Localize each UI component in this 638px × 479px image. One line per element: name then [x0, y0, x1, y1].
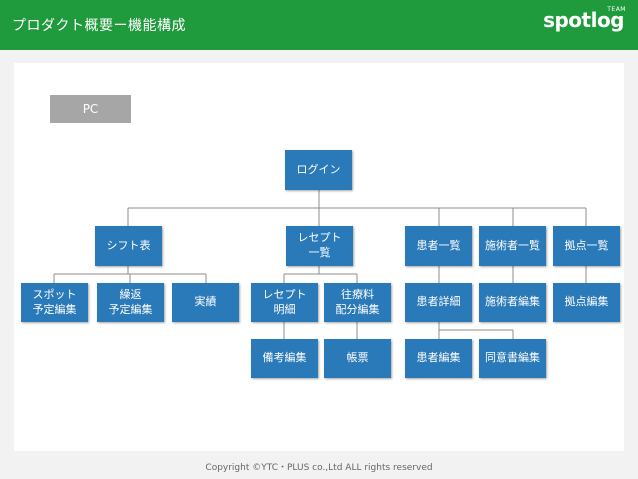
node-login: ログイン	[285, 150, 352, 190]
logo-team-label: TEAM	[607, 6, 626, 13]
node-remarks-edit: 備考編集	[251, 339, 318, 378]
node-actual-results: 実績	[172, 283, 239, 322]
node-patient-detail: 患者詳細	[405, 283, 472, 322]
node-receipt-list: レセプト 一覧	[286, 226, 353, 266]
logo-wordmark: spotlog	[543, 8, 624, 32]
platform-badge: PC	[50, 95, 131, 123]
node-receipt-detail: レセプト 明細	[251, 283, 318, 322]
node-practitioner-edit: 施術者編集	[479, 283, 546, 322]
node-base-list: 拠点一覧	[553, 226, 620, 266]
node-ledger: 帳票	[324, 339, 391, 378]
node-shift-table: シフト表	[95, 226, 162, 266]
node-patient-edit: 患者編集	[405, 339, 472, 378]
spotlog-logo: spotlog TEAM	[543, 6, 626, 32]
node-practitioner-list: 施術者一覧	[479, 226, 546, 266]
node-recurring-schedule-edit: 繰返 予定編集	[97, 283, 164, 322]
copyright-footer: Copyright ©YTC・PLUS co.,Ltd ALL rights r…	[205, 463, 433, 473]
page-title: プロダクト概要ー機能構成	[12, 18, 186, 34]
node-patient-list: 患者一覧	[405, 226, 472, 266]
node-base-edit: 拠点編集	[553, 283, 620, 322]
node-consent-edit: 同意書編集	[479, 339, 546, 378]
node-spot-schedule-edit: スポット 予定編集	[21, 283, 88, 322]
header-bar: プロダクト概要ー機能構成 spotlog TEAM	[0, 0, 638, 50]
node-fee-allocation-edit: 往療料 配分編集	[324, 283, 391, 322]
